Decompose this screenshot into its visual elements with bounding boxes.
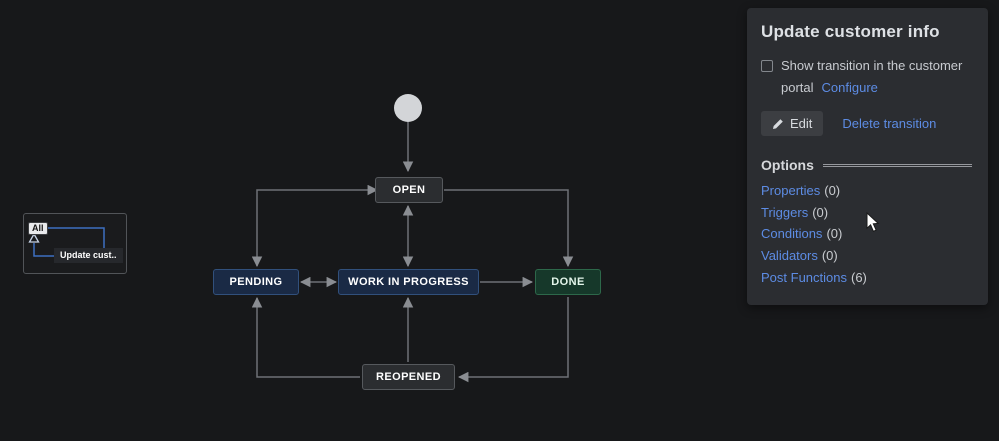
options-heading: Options [761, 157, 814, 173]
status-node-reopened[interactable]: REOPENED [362, 364, 455, 390]
properties-link[interactable]: Properties [761, 183, 821, 198]
option-conditions: Conditions(0) [761, 223, 972, 245]
option-validators: Validators(0) [761, 245, 972, 267]
status-node-in-progress[interactable]: WORK IN PROGRESS [338, 269, 479, 295]
edge-done-to-reopened[interactable] [457, 297, 569, 383]
status-node-done[interactable]: DONE [535, 269, 601, 295]
triggers-link[interactable]: Triggers [761, 204, 809, 220]
start-node[interactable] [394, 94, 422, 122]
transition-preview-widget[interactable]: All Update cust.. [23, 213, 127, 274]
option-post-functions: Post Functions(6) [761, 267, 972, 289]
edit-button-label: Edit [790, 116, 813, 131]
conditions-count: (0) [826, 226, 843, 242]
open-arrowhead-icon [28, 232, 40, 243]
options-header: Options [761, 157, 972, 173]
post-functions-link[interactable]: Post Functions [761, 269, 847, 285]
status-node-pending[interactable]: PENDING [213, 269, 299, 295]
transition-properties-panel: Update customer info Show transition in … [747, 8, 988, 305]
option-properties: Properties(0) [761, 180, 972, 202]
mouse-cursor-icon [866, 212, 880, 232]
panel-actions: Edit Delete transition [761, 111, 972, 136]
conditions-link[interactable]: Conditions [761, 226, 823, 242]
pencil-icon [772, 118, 783, 129]
edge-open-to-done[interactable] [444, 189, 574, 268]
properties-count: (0) [824, 183, 841, 198]
option-triggers: Triggers(0) [761, 202, 972, 224]
all-statuses-chip: All [28, 222, 48, 235]
status-node-open[interactable]: OPEN [375, 177, 443, 203]
configure-link[interactable]: Configure [821, 80, 878, 95]
panel-title: Update customer info [761, 22, 940, 41]
options-divider [822, 163, 972, 167]
options-list: Properties(0) Triggers(0) Conditions(0) … [761, 180, 972, 289]
post-functions-count: (6) [851, 269, 867, 285]
edit-button[interactable]: Edit [761, 111, 824, 136]
triggers-count: (0) [812, 204, 829, 220]
validators-count: (0) [821, 248, 838, 264]
edge-reopened-to-pending[interactable] [251, 296, 360, 378]
show-transition-checkbox[interactable] [761, 60, 773, 72]
delete-transition-link[interactable]: Delete transition [842, 116, 937, 131]
transition-name-chip[interactable]: Update cust.. [54, 248, 123, 263]
edge-open-pending[interactable] [251, 184, 379, 268]
validators-link[interactable]: Validators [761, 248, 818, 264]
portal-checkbox-label: Show transition in the customer portal [781, 58, 963, 95]
transition-preview-lines [28, 227, 105, 257]
